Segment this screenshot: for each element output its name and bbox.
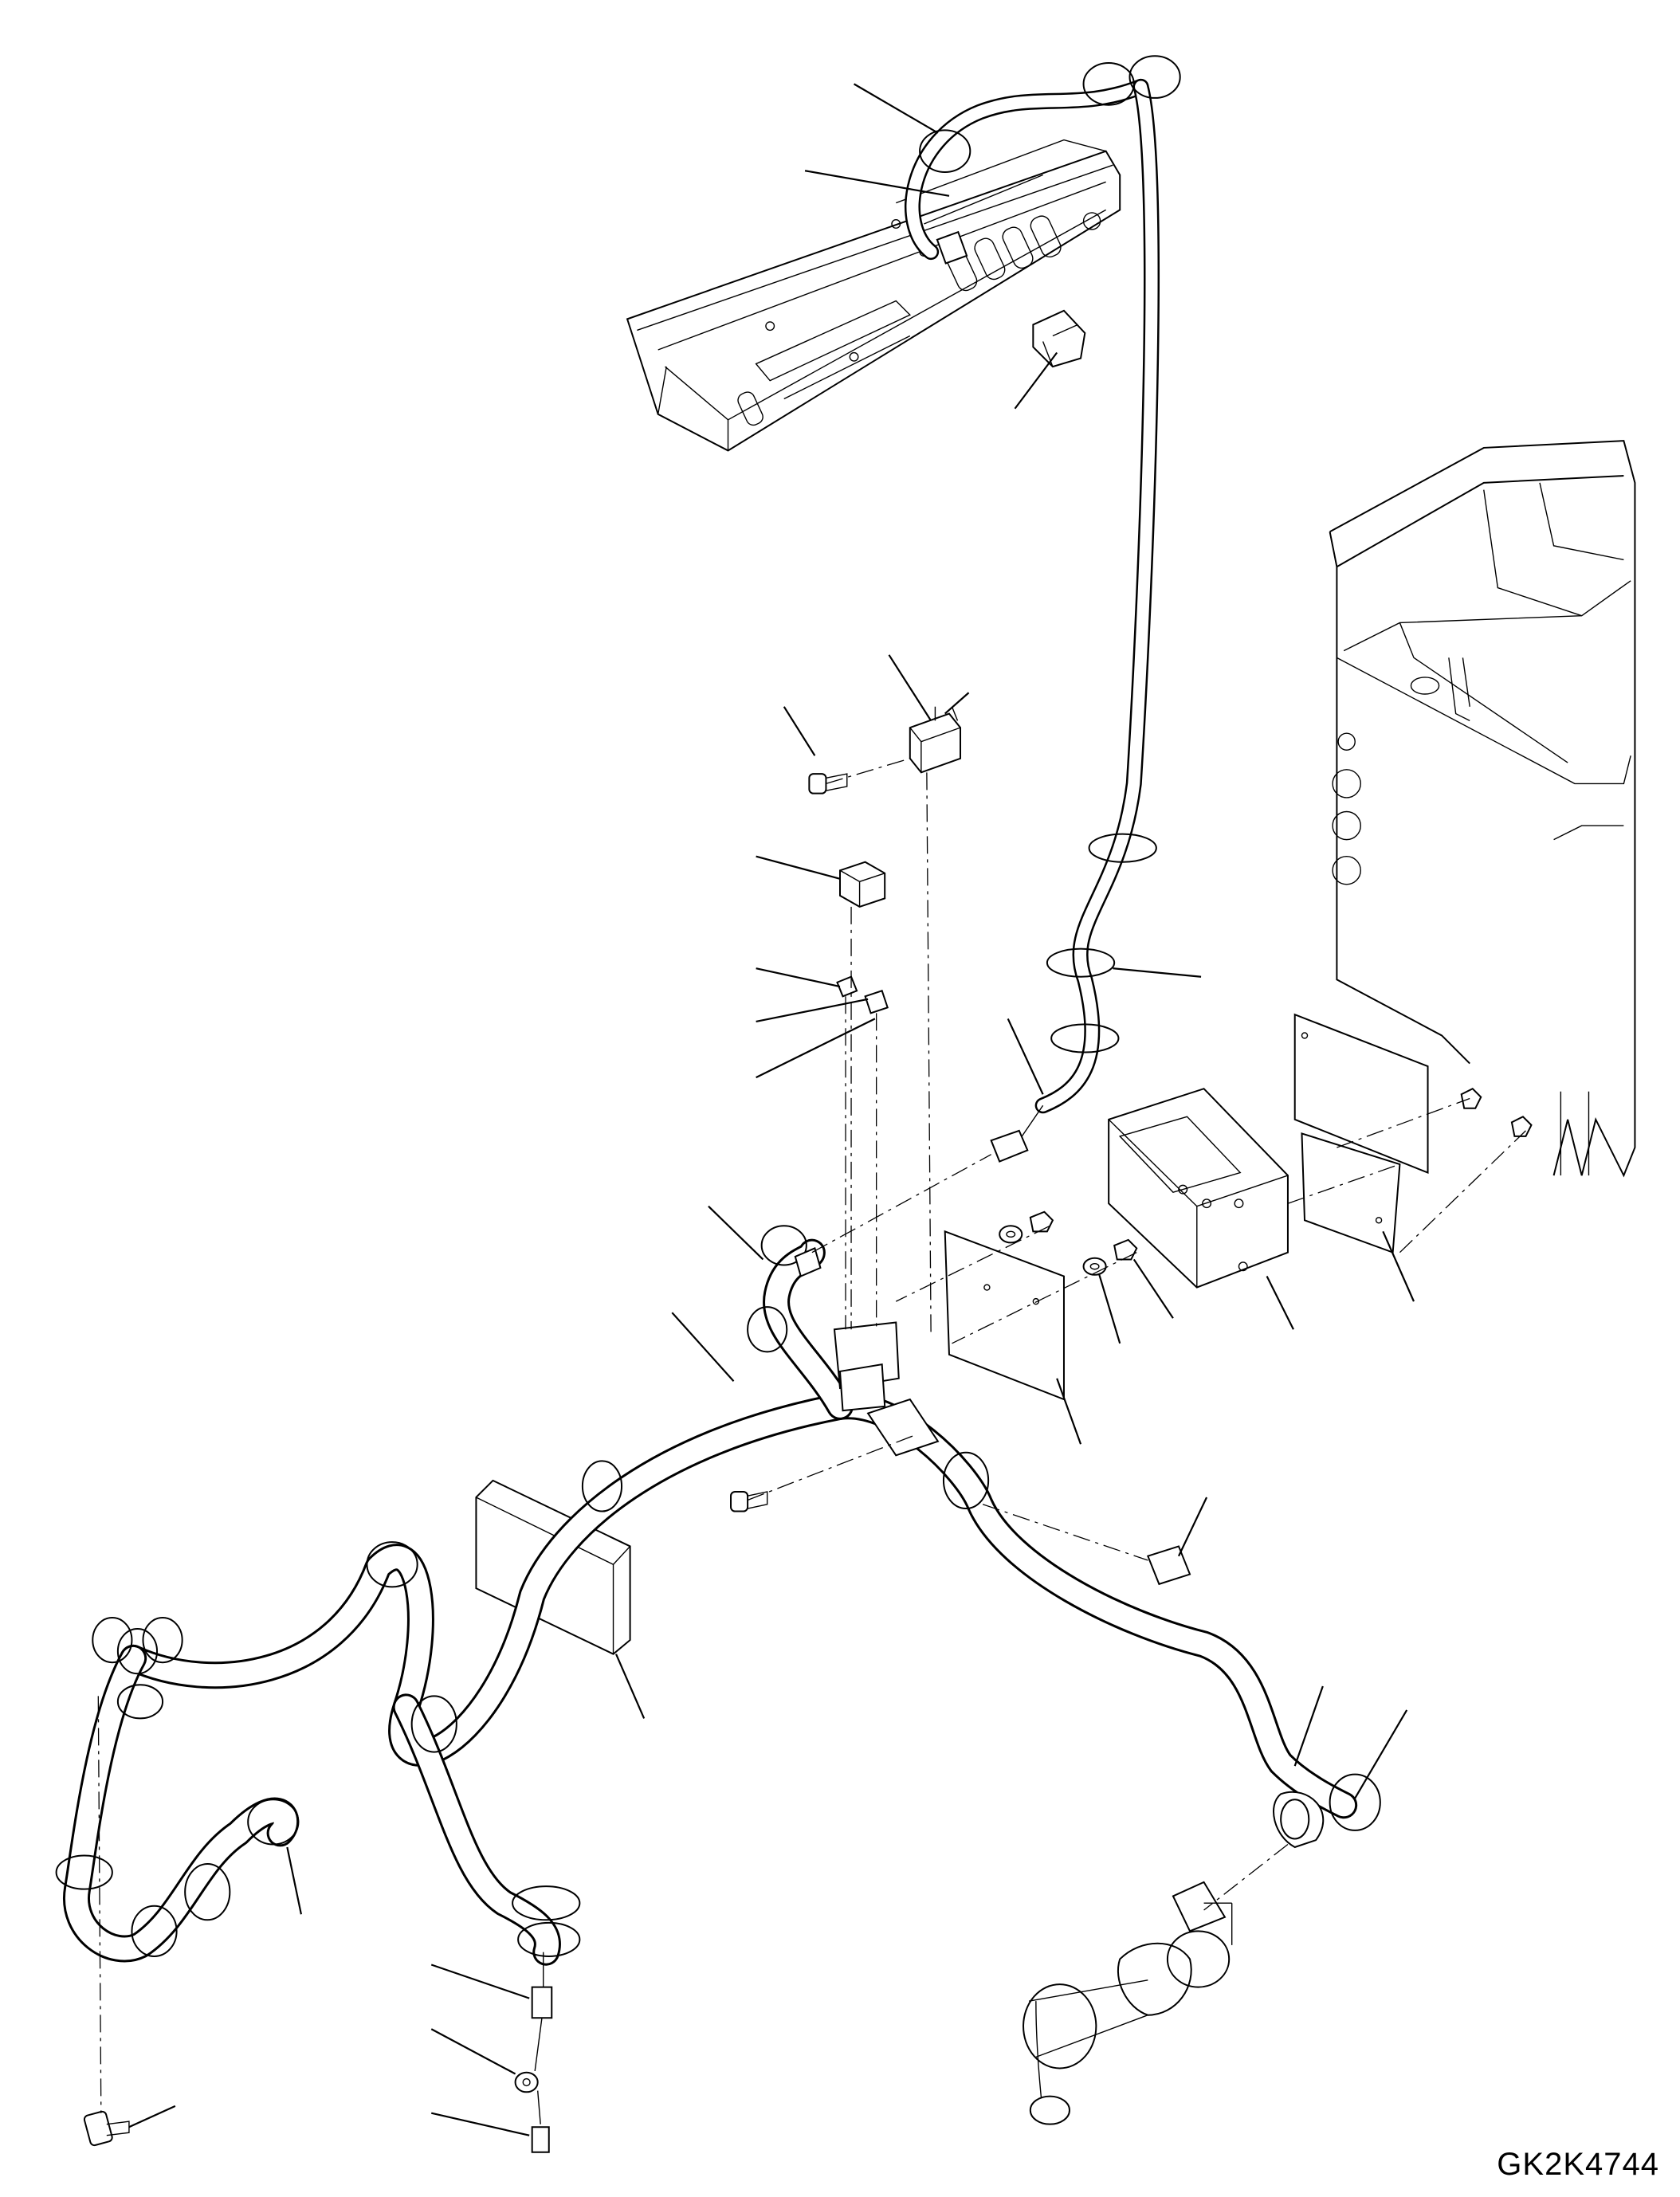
rocker-switch-icon: [1033, 311, 1085, 367]
bolt-icon: [84, 774, 847, 2146]
relay-icon: [910, 707, 960, 773]
callout-leaders: [129, 84, 1414, 2135]
main-wire-harness-icon: [57, 1105, 1380, 1956]
grommet-icon: [913, 56, 1180, 1105]
overhead-console-panel-icon: [627, 140, 1120, 451]
ring-terminal-icon: [516, 1952, 552, 2152]
electrical-box-icon: [1109, 1089, 1288, 1287]
fuse-terminal-icon: [837, 977, 887, 1014]
washer-icon: [999, 1226, 1105, 1274]
assembly-lines: [98, 759, 1525, 2113]
seat-frame-icon: [1330, 441, 1635, 1175]
ignition-switch-icon: [1023, 1792, 1323, 2124]
mounting-plate-icon: [945, 1231, 1064, 1399]
flasher-cube-icon: [840, 862, 885, 907]
cover-plate-icon: [1295, 1014, 1428, 1172]
nut-icon: [1030, 1089, 1532, 1259]
drawing-number: GK2K4744: [1497, 2147, 1659, 2182]
